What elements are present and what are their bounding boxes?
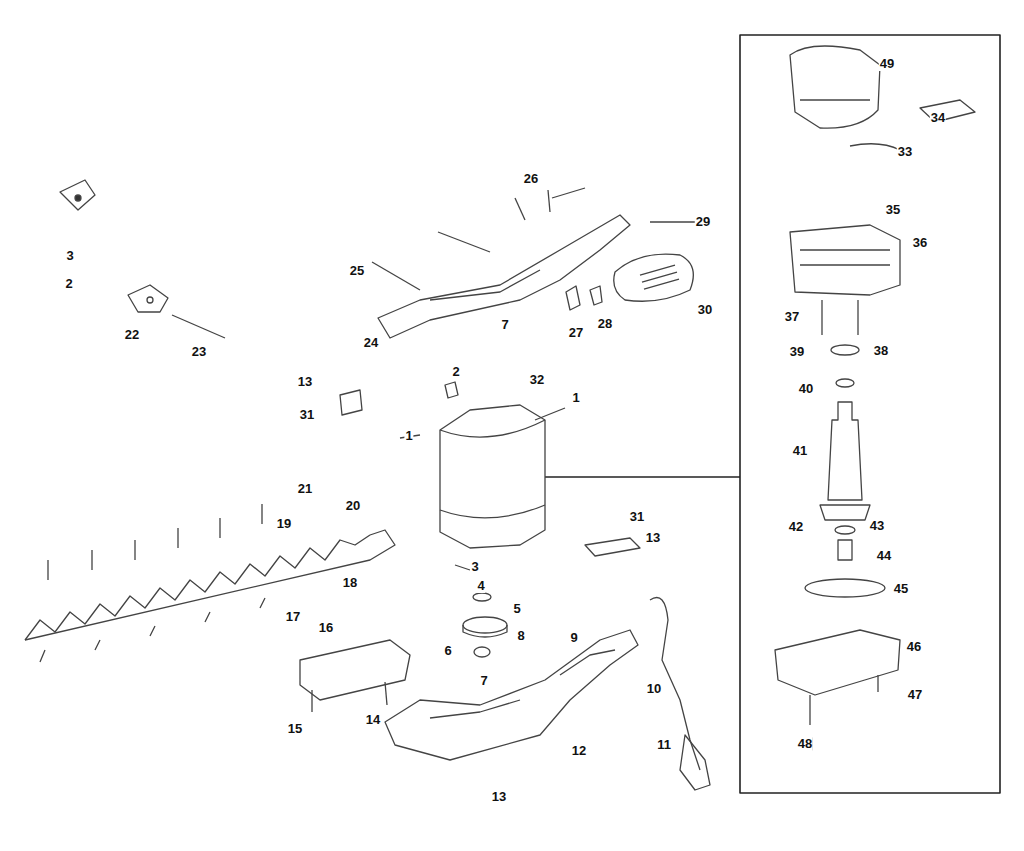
callout-number: 13 [297,375,313,389]
callout-number: 33 [897,145,913,159]
callout-number: 41 [792,444,808,458]
callout-number: 40 [798,382,814,396]
callout-number: 47 [907,688,923,702]
callout-number: 16 [318,621,334,635]
callout-number: 48 [797,737,813,751]
callout-number: 23 [191,345,207,359]
callout-number: 35 [885,203,901,217]
callout-number: 30 [697,303,713,317]
callout-number: 1 [404,429,413,443]
callout-number: 31 [299,408,315,422]
callout-number: 31 [629,510,645,524]
callout-number: 7 [479,674,488,688]
callout-number: 24 [363,336,379,350]
callout-number: 18 [342,576,358,590]
callout-number: 15 [287,722,303,736]
callout-number: 28 [597,317,613,331]
callout-number: 8 [516,629,525,643]
callout-number: 36 [912,236,928,250]
callout-number: 22 [124,328,140,342]
callout-number: 14 [365,713,381,727]
callout-number: 26 [523,172,539,186]
callout-number: 5 [512,602,521,616]
callout-number: 17 [285,610,301,624]
callout-number: 32 [529,373,545,387]
callout-number: 29 [695,215,711,229]
callout-number: 21 [297,482,313,496]
callout-number: 43 [869,519,885,533]
callout-number: 9 [569,631,578,645]
callout-number: 37 [784,310,800,324]
callout-number: 39 [789,345,805,359]
callout-number: 3 [65,249,74,263]
callout-number: 38 [873,344,889,358]
callout-number: 27 [568,326,584,340]
callout-number: 49 [879,57,895,71]
callout-number: 25 [349,264,365,278]
callout-number: 46 [906,640,922,654]
callout-number: 13 [491,790,507,804]
callout-number: 10 [646,682,662,696]
callout-number: 20 [345,499,361,513]
callout-number: 34 [930,111,946,125]
callout-number: 13 [645,531,661,545]
callout-number: 1 [571,391,580,405]
callout-number: 45 [893,582,909,596]
callout-number: 4 [476,579,485,593]
callout-number: 6 [443,644,452,658]
callout-number: 2 [451,365,460,379]
callout-number: 3 [470,560,479,574]
callout-number: 7 [500,318,509,332]
callout-number: 19 [276,517,292,531]
callout-number: 12 [571,744,587,758]
callout-number: 2 [64,277,73,291]
callout-number: 11 [656,738,672,752]
callout-number: 44 [876,549,892,563]
callout-number: 42 [788,520,804,534]
